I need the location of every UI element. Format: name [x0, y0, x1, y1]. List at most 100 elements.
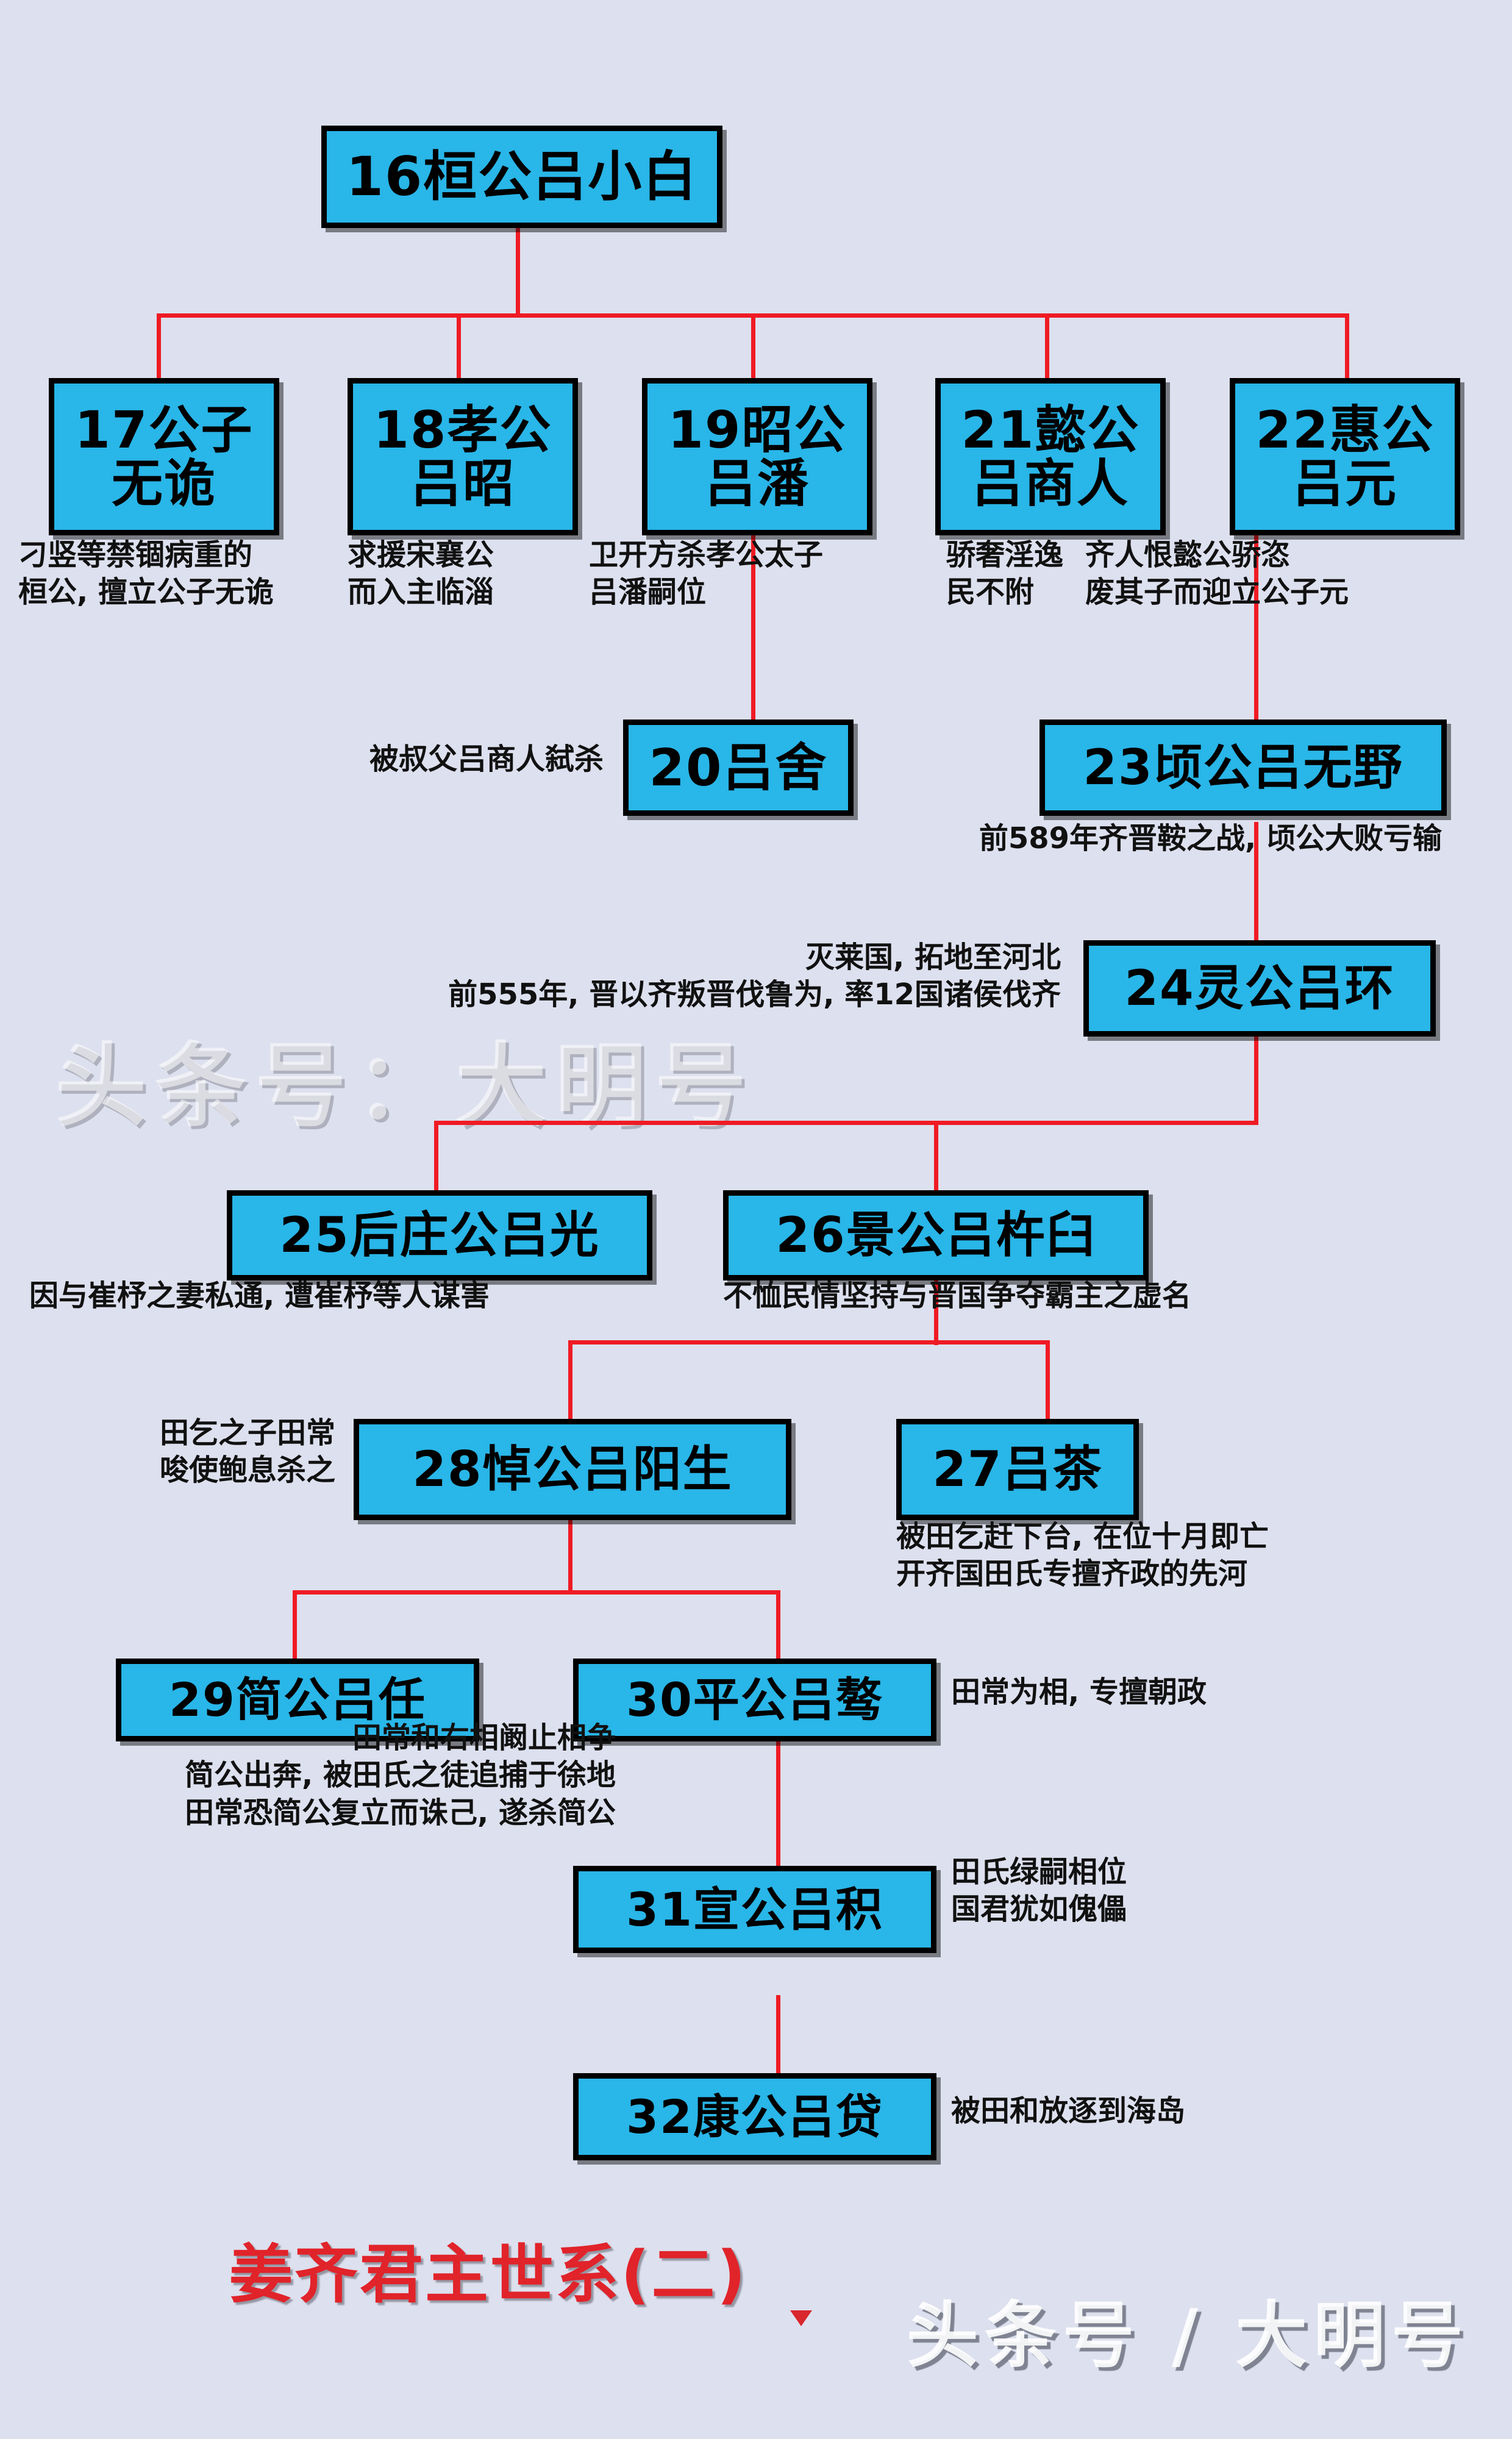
- node-21[interactable]: 21懿公 吕商人: [935, 378, 1166, 535]
- node-22-line-2: 吕元: [1292, 454, 1397, 513]
- description-18: 求援宋襄公 而入主临淄: [348, 537, 494, 612]
- connector-drop-17: [157, 313, 161, 380]
- description-25: 因与崔杼之妻私通, 遭崔杼等人谋害: [29, 1277, 490, 1315]
- node-24[interactable]: 24灵公吕环: [1083, 940, 1436, 1037]
- node-29-line-1: 29简公吕任: [169, 1673, 426, 1727]
- node-17-line-2: 无诡: [111, 454, 216, 513]
- caret-icon: [790, 2310, 812, 2326]
- node-16-line-1: 16桓公吕小白: [346, 145, 698, 208]
- node-31-line-1: 31宣公吕积: [626, 1882, 883, 1937]
- connector-row29-bus: [293, 1590, 780, 1594]
- node-22[interactable]: 22惠公 吕元: [1230, 378, 1460, 535]
- node-20-line-1: 20吕舍: [649, 737, 828, 798]
- node-23-line-1: 23顷公吕无野: [1083, 739, 1403, 796]
- connector-19-to-20: [751, 524, 755, 720]
- description-21: 骄奢淫逸 民不附: [946, 537, 1063, 612]
- node-23[interactable]: 23顷公吕无野: [1040, 720, 1447, 816]
- node-28-line-1: 28悼公吕阳生: [412, 1441, 733, 1498]
- description-24-line-2: 前555年, 晋以齐叛晋伐鲁为, 率12国诸侯伐齐: [448, 977, 1061, 1012]
- connector-drop-30: [776, 1590, 780, 1659]
- connector-drop-25: [434, 1121, 438, 1190]
- description-21-line-2: 民不附: [946, 575, 1035, 610]
- connector-drop-21: [1045, 313, 1049, 380]
- description-23: 前589年齐晋鞍之战, 顷公大败亏输: [671, 820, 1442, 857]
- node-21-line-2: 吕商人: [971, 454, 1129, 513]
- connector-drop-18: [457, 313, 461, 380]
- description-21-line-1: 骄奢淫逸: [946, 538, 1064, 572]
- connector-30-to-31: [776, 1730, 780, 1926]
- node-18-line-1: 18孝公: [373, 399, 552, 460]
- description-29-line-3: 田常恐简公复立而诛己, 遂杀简公: [185, 1795, 616, 1830]
- description-30-line-1: 田常为相, 专擅朝政: [951, 1675, 1207, 1709]
- description-31-line-1: 田氏绿嗣相位: [951, 1855, 1127, 1889]
- node-19-line-2: 吕潘: [704, 454, 810, 513]
- node-27[interactable]: 27吕茶: [896, 1419, 1139, 1520]
- description-20-line-1: 被叔父吕商人弑杀: [369, 742, 604, 776]
- connector-22-to-23: [1254, 524, 1258, 720]
- description-24: 灭莱国, 拓地至河北 前555年, 晋以齐叛晋伐鲁为, 率12国诸侯伐齐: [110, 939, 1061, 1014]
- description-28-line-1: 田乞之子田常: [159, 1416, 335, 1450]
- node-25[interactable]: 25后庄公吕光: [227, 1190, 652, 1280]
- description-17-line-2: 桓公, 擅立公子无诡: [18, 575, 274, 610]
- node-19-line-1: 19昭公: [668, 399, 847, 460]
- description-22-line-1: 齐人恨懿公骄恣: [1085, 538, 1291, 572]
- description-26-line-1: 不恤民情坚持与晋国争夺霸主之虚名: [723, 1279, 1192, 1313]
- description-22-line-2: 废其子而迎立公子元: [1085, 575, 1349, 610]
- page-title: 姜齐君主世系(二): [229, 2237, 748, 2312]
- node-32[interactable]: 32康公吕贷: [573, 2073, 936, 2160]
- description-17-line-1: 刁竖等禁锢病重的: [18, 538, 253, 572]
- node-18-line-2: 吕昭: [410, 454, 515, 513]
- description-30: 田常为相, 专擅朝政: [951, 1674, 1207, 1711]
- node-26[interactable]: 26景公吕杵臼: [723, 1190, 1149, 1280]
- description-27: 被田乞赶下台, 在位十月即亡 开齐国田氏专擅齐政的先河: [896, 1518, 1269, 1593]
- description-29: 田常和右相阚止相争 简公出奔, 被田氏之徒追捕于徐地 田常恐简公复立而诛己, 遂…: [6, 1719, 616, 1832]
- connector-row25-bus: [434, 1121, 1258, 1125]
- connector-23-down: [1254, 822, 1258, 877]
- node-24-line-1: 24灵公吕环: [1124, 960, 1395, 1016]
- description-29-line-2: 简公出奔, 被田氏之徒追捕于徐地: [185, 1758, 616, 1793]
- connector-28-down: [568, 1509, 572, 1594]
- description-18-line-1: 求援宋襄公: [348, 538, 494, 572]
- description-19: 卫开方杀孝公太子 吕潘嗣位: [589, 537, 823, 612]
- connector-16-down: [516, 217, 520, 317]
- description-27-line-1: 被田乞赶下台, 在位十月即亡: [896, 1519, 1269, 1554]
- node-29[interactable]: 29简公吕任: [116, 1659, 479, 1741]
- node-19[interactable]: 19昭公 吕潘: [642, 378, 872, 535]
- connector-drop-27: [1046, 1340, 1050, 1419]
- node-30-line-1: 30平公吕骜: [626, 1673, 883, 1727]
- node-16[interactable]: 16桓公吕小白: [321, 126, 722, 228]
- node-31[interactable]: 31宣公吕积: [573, 1866, 936, 1953]
- description-17: 刁竖等禁锢病重的 桓公, 擅立公子无诡: [18, 537, 274, 612]
- connector-26-down: [934, 1266, 938, 1345]
- description-20: 被叔父吕商人弑杀: [232, 741, 604, 778]
- description-29-line-1: 田常和右相阚止相争: [352, 1721, 616, 1755]
- node-21-line-1: 21懿公: [961, 399, 1140, 460]
- description-31: 田氏绿嗣相位 国君犹如傀儡: [951, 1854, 1127, 1929]
- connector-24-down: [1254, 1032, 1258, 1123]
- description-26: 不恤民情坚持与晋国争夺霸主之虚名: [723, 1277, 1191, 1315]
- watermark-corner: 头条号 / 大明号: [906, 2293, 1469, 2377]
- connector-drop-28: [568, 1340, 572, 1419]
- connector-row27-bus: [568, 1340, 1050, 1344]
- node-27-line-1: 27吕茶: [932, 1441, 1103, 1498]
- node-25-line-1: 25后庄公吕光: [279, 1207, 600, 1263]
- node-18[interactable]: 18孝公 吕昭: [348, 378, 578, 535]
- description-32: 被田和放逐到海岛: [951, 2093, 1185, 2130]
- node-20[interactable]: 20吕舍: [623, 720, 854, 816]
- node-17[interactable]: 17公子 无诡: [49, 378, 279, 535]
- node-28[interactable]: 28悼公吕阳生: [354, 1419, 791, 1520]
- description-31-line-2: 国君犹如傀儡: [951, 1892, 1127, 1927]
- description-24-line-1: 灭莱国, 拓地至河北: [805, 940, 1061, 974]
- connector-drop-19: [751, 313, 755, 380]
- node-17-line-1: 17公子: [74, 399, 254, 460]
- connector-31-to-32: [776, 1995, 780, 2111]
- node-30[interactable]: 30平公吕骜: [573, 1659, 936, 1741]
- node-32-line-1: 32康公吕贷: [626, 2089, 883, 2144]
- description-19-line-2: 吕潘嗣位: [589, 575, 707, 610]
- node-26-line-1: 26景公吕杵臼: [776, 1207, 1096, 1263]
- description-23-line-1: 前589年齐晋鞍之战, 顷公大败亏输: [979, 821, 1442, 855]
- description-27-line-2: 开齐国田氏专擅齐政的先河: [896, 1557, 1248, 1591]
- description-25-line-1: 因与崔杼之妻私通, 遭崔杼等人谋害: [29, 1279, 490, 1313]
- connector-24-up: [1254, 873, 1258, 940]
